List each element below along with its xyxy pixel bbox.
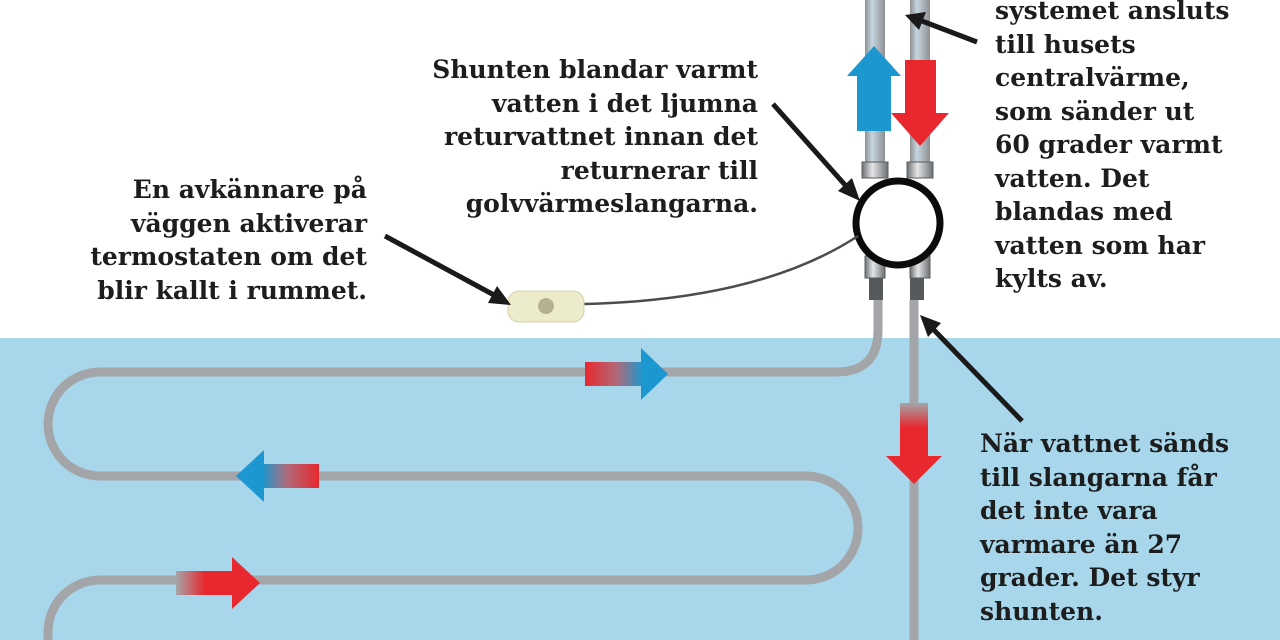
wall-sensor — [507, 290, 585, 323]
flow-arrow-up-cold — [847, 46, 901, 131]
pointer-shunt — [771, 102, 860, 201]
flow-arrow-down-hot — [891, 60, 949, 146]
flow-arrow-left-1 — [236, 450, 319, 502]
pointer-central — [905, 12, 978, 45]
floor-heating-hose — [43, 287, 883, 640]
annotation-sensor: En avkännare på väggen aktiverar termost… — [90, 175, 367, 305]
flow-arrow-right-2 — [176, 557, 260, 609]
flow-arrow-right-1 — [585, 348, 668, 400]
flow-arrow-down-return — [886, 403, 942, 484]
pipe-fittings — [861, 161, 934, 300]
pointer-arrows — [383, 12, 1024, 423]
pointer-sensor — [383, 233, 511, 305]
sensor-wire — [583, 234, 859, 306]
annotation-central-heating: systemet ansluts till husets centralvärm… — [995, 0, 1230, 293]
annotation-hose-temperature: När vattnet sänds till slangarna får det… — [980, 429, 1230, 626]
pointer-hoses — [920, 315, 1024, 423]
annotation-shunt: Shunten blandar varmt vatten i det ljumn… — [432, 55, 758, 218]
shunt-valve — [852, 177, 944, 269]
